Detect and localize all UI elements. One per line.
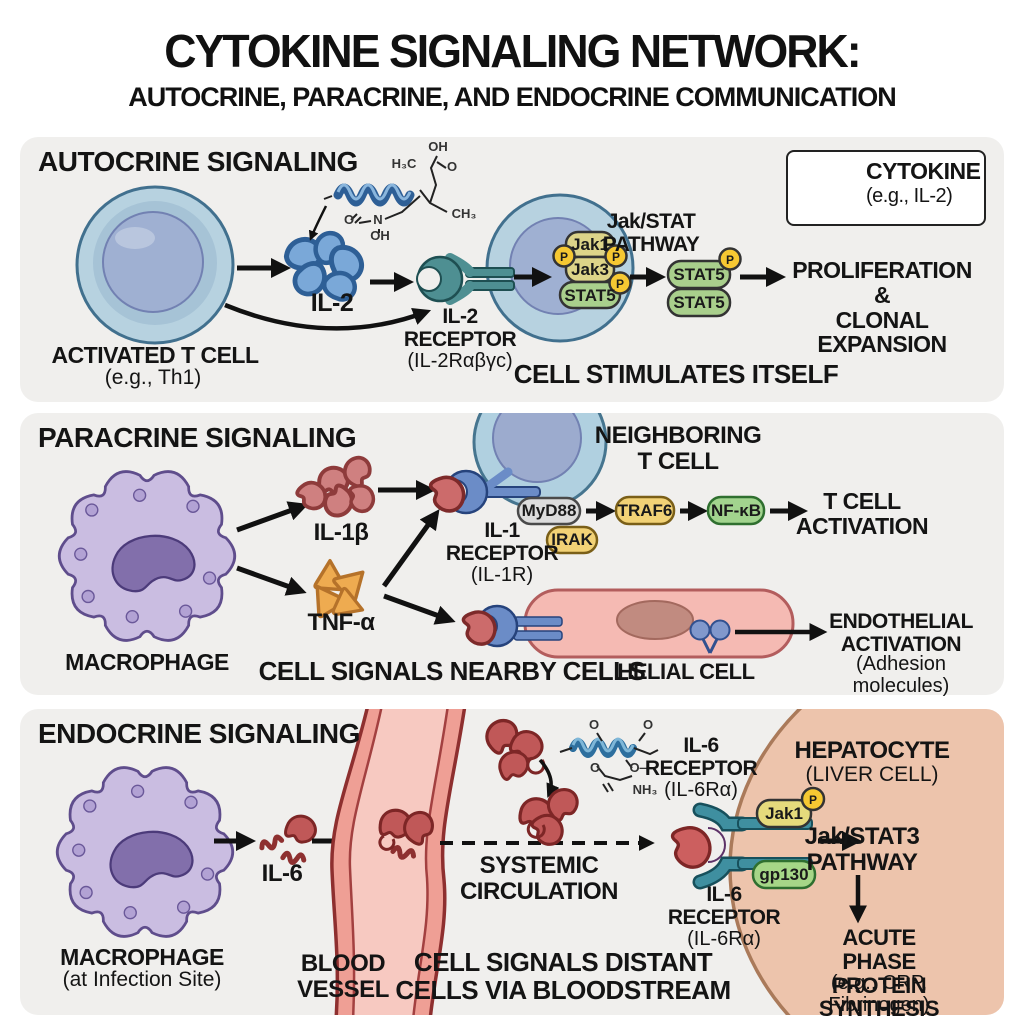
- blood-vessel: [330, 709, 468, 1015]
- chem-label-o1: O: [589, 717, 599, 732]
- activated-t-cell-label: ACTIVATED T CELL: [51, 342, 259, 368]
- signaling-pills: MyD88 IRAK TRAF6 NF-κB: [516, 495, 808, 555]
- activated-t-cell-sublabel: (e.g., Th1): [104, 366, 202, 389]
- chem-label-o3: O: [590, 760, 600, 775]
- phospho-icon: P: [809, 793, 817, 807]
- jak1-pill: Jak1: [571, 235, 609, 254]
- macrophage-cell: [59, 472, 234, 641]
- il1-receptor: [428, 467, 541, 515]
- proliferation-label: PROLIFERATION & CLONAL EXPANSION: [792, 257, 972, 358]
- il2-receptor: [416, 253, 515, 305]
- chem-label-o4: O—: [629, 760, 652, 775]
- arrow-tnfa-to-endothelial: [383, 593, 456, 625]
- arrow-tnfa-to-il1r: [381, 509, 440, 588]
- chem-label-nh3: NH₃: [633, 782, 658, 797]
- jak-stat3-pathway-label: Jak/STAT3 PATHWAY: [804, 823, 920, 876]
- il6-receptor-bottom-label: IL-6 RECEPTOR: [667, 883, 781, 929]
- macrophage-infection-label: MACROPHAGE: [60, 944, 224, 970]
- legend-title: CYTOKINE: [866, 158, 981, 184]
- chem-label-oh-bottom: OH: [370, 228, 390, 243]
- endothelial-cell-label: HELIAL CELL: [617, 659, 755, 684]
- chem-label-o2: O: [643, 717, 653, 732]
- endothelial-cell: [523, 588, 795, 659]
- jak1-pill: Jak1: [765, 804, 803, 823]
- nfkb-pill: NF-κB: [711, 501, 761, 520]
- stat5-dimer: STAT5 STAT5 P: [666, 247, 742, 318]
- autocrine-caption: CELL STIMULATES ITSELF: [513, 359, 839, 389]
- chem-label-o-right: O: [447, 159, 457, 174]
- blood-vessel-label: BLOOD VESSEL: [297, 950, 389, 1003]
- phospho-icon: P: [616, 277, 624, 291]
- jak-stat-pathway-label: Jak/STAT PATHWAY: [602, 210, 700, 256]
- endothelial-activation-label: ENDOTHELIAL ACTIVATION: [829, 610, 973, 656]
- il2-receptor-sublabel: (IL-2Rαβγc): [407, 350, 513, 372]
- adhesion-molecules: [689, 619, 731, 654]
- il6-in-bloodstream: [374, 803, 441, 860]
- hepatocyte-label: HEPATOCYTE: [794, 737, 950, 764]
- systemic-circulation-label: SYSTEMIC CIRCULATION: [459, 852, 619, 905]
- t-cell-activation-label: T CELL ACTIVATION: [795, 488, 929, 539]
- jak-stat-complex: Jak1 Jak3 STAT5 P P P: [552, 230, 632, 310]
- il1b-molecules: [293, 450, 379, 523]
- macrophage-cell: [57, 768, 232, 937]
- legend-example: (e.g., IL-2): [866, 185, 953, 207]
- gp130-pill: gp130: [759, 865, 808, 884]
- tnfa-label: TNF-α: [307, 609, 375, 636]
- phospho-icon: P: [612, 250, 620, 264]
- hepatocyte-sublabel: (LIVER CELL): [805, 763, 939, 786]
- chem-label-h3c: H₃C: [392, 156, 417, 171]
- acute-phase-sublabel: (e.g., CRP, Fibrinogen): [828, 972, 930, 1016]
- activated-t-cell: [75, 185, 235, 345]
- traf6-pill: TRAF6: [618, 501, 673, 520]
- il6-molecules: [260, 808, 322, 865]
- autocrine-header: AUTOCRINE SIGNALING: [38, 146, 358, 177]
- endocrine-caption: CELL SIGNALS DISTANT CELLS VIA BLOODSTRE…: [395, 947, 731, 1006]
- macrophage-label: MACROPHAGE: [65, 649, 229, 675]
- arrow-structure-to-il2: [308, 205, 328, 241]
- stat5-pill: STAT5: [564, 286, 615, 305]
- il6-receptor-top-sublabel: (IL-6Rα): [664, 779, 738, 801]
- arrow-il6-falling: [538, 758, 560, 798]
- paracrine-caption: CELL SIGNALS NEARBY CELLS: [258, 656, 646, 686]
- endocrine-header: ENDOCRINE SIGNALING: [38, 718, 360, 749]
- irak-pill: IRAK: [551, 530, 593, 549]
- il2-label: IL-2: [310, 289, 354, 317]
- il6-receptor-complex: Jak1 P gp130: [668, 786, 826, 890]
- chem-label-o-left: O: [344, 212, 354, 227]
- neighboring-t-cell-label: NEIGHBORING T CELL: [594, 422, 762, 475]
- phospho-icon: P: [560, 250, 568, 264]
- jak3-pill: Jak3: [571, 260, 609, 279]
- il6-molecules-circulating: [480, 714, 583, 849]
- myd88-pill: MyD88: [522, 501, 577, 520]
- il2-receptor-label: IL-2 RECEPTOR: [403, 305, 517, 351]
- il6-chemical-structure: O O O O— NH₃: [559, 717, 659, 797]
- macrophage-infection-sublabel: (at Infection Site): [62, 968, 222, 991]
- arrow-mac-to-il1b: [236, 501, 309, 533]
- il6-receptor-top-label: IL-6 RECEPTOR: [644, 734, 758, 780]
- stat5-dimer-bottom: STAT5: [673, 293, 724, 312]
- chem-label-oh-top: OH: [428, 139, 448, 154]
- stat5-dimer-top: STAT5: [673, 265, 724, 284]
- page-title: CYTOKINE SIGNALING NETWORK:: [164, 25, 861, 77]
- il6-receptor-bottom-sublabel: (IL-6Rα): [687, 928, 761, 950]
- autocrine-loop-arrow: [224, 302, 432, 331]
- tnf-receptor-endothelial: [461, 604, 563, 648]
- arrow-mac-to-tnfa: [236, 565, 307, 596]
- page-subtitle: AUTOCRINE, PARACRINE, AND ENDOCRINE COMM…: [128, 82, 897, 112]
- paracrine-header: PARACRINE SIGNALING: [38, 422, 357, 453]
- il1-receptor-label: IL-1 RECEPTOR: [445, 519, 559, 565]
- il1-receptor-sublabel: (IL-1R): [470, 564, 534, 586]
- adhesion-molecules-label: (Adhesion molecules): [852, 653, 950, 697]
- il6-label: IL-6: [261, 860, 303, 887]
- cytokine-legend-box: [786, 150, 986, 226]
- il2-chemical-structure: OH H₃C O CH₃ O N OH: [323, 139, 477, 243]
- chem-label-n: N: [373, 212, 382, 227]
- acute-phase-label: ACUTE PHASE PROTEIN SYNTHESIS: [818, 925, 940, 1022]
- phospho-icon: P: [726, 253, 734, 267]
- chem-label-ch3: CH₃: [452, 206, 477, 221]
- il1b-label: IL-1β: [313, 519, 369, 546]
